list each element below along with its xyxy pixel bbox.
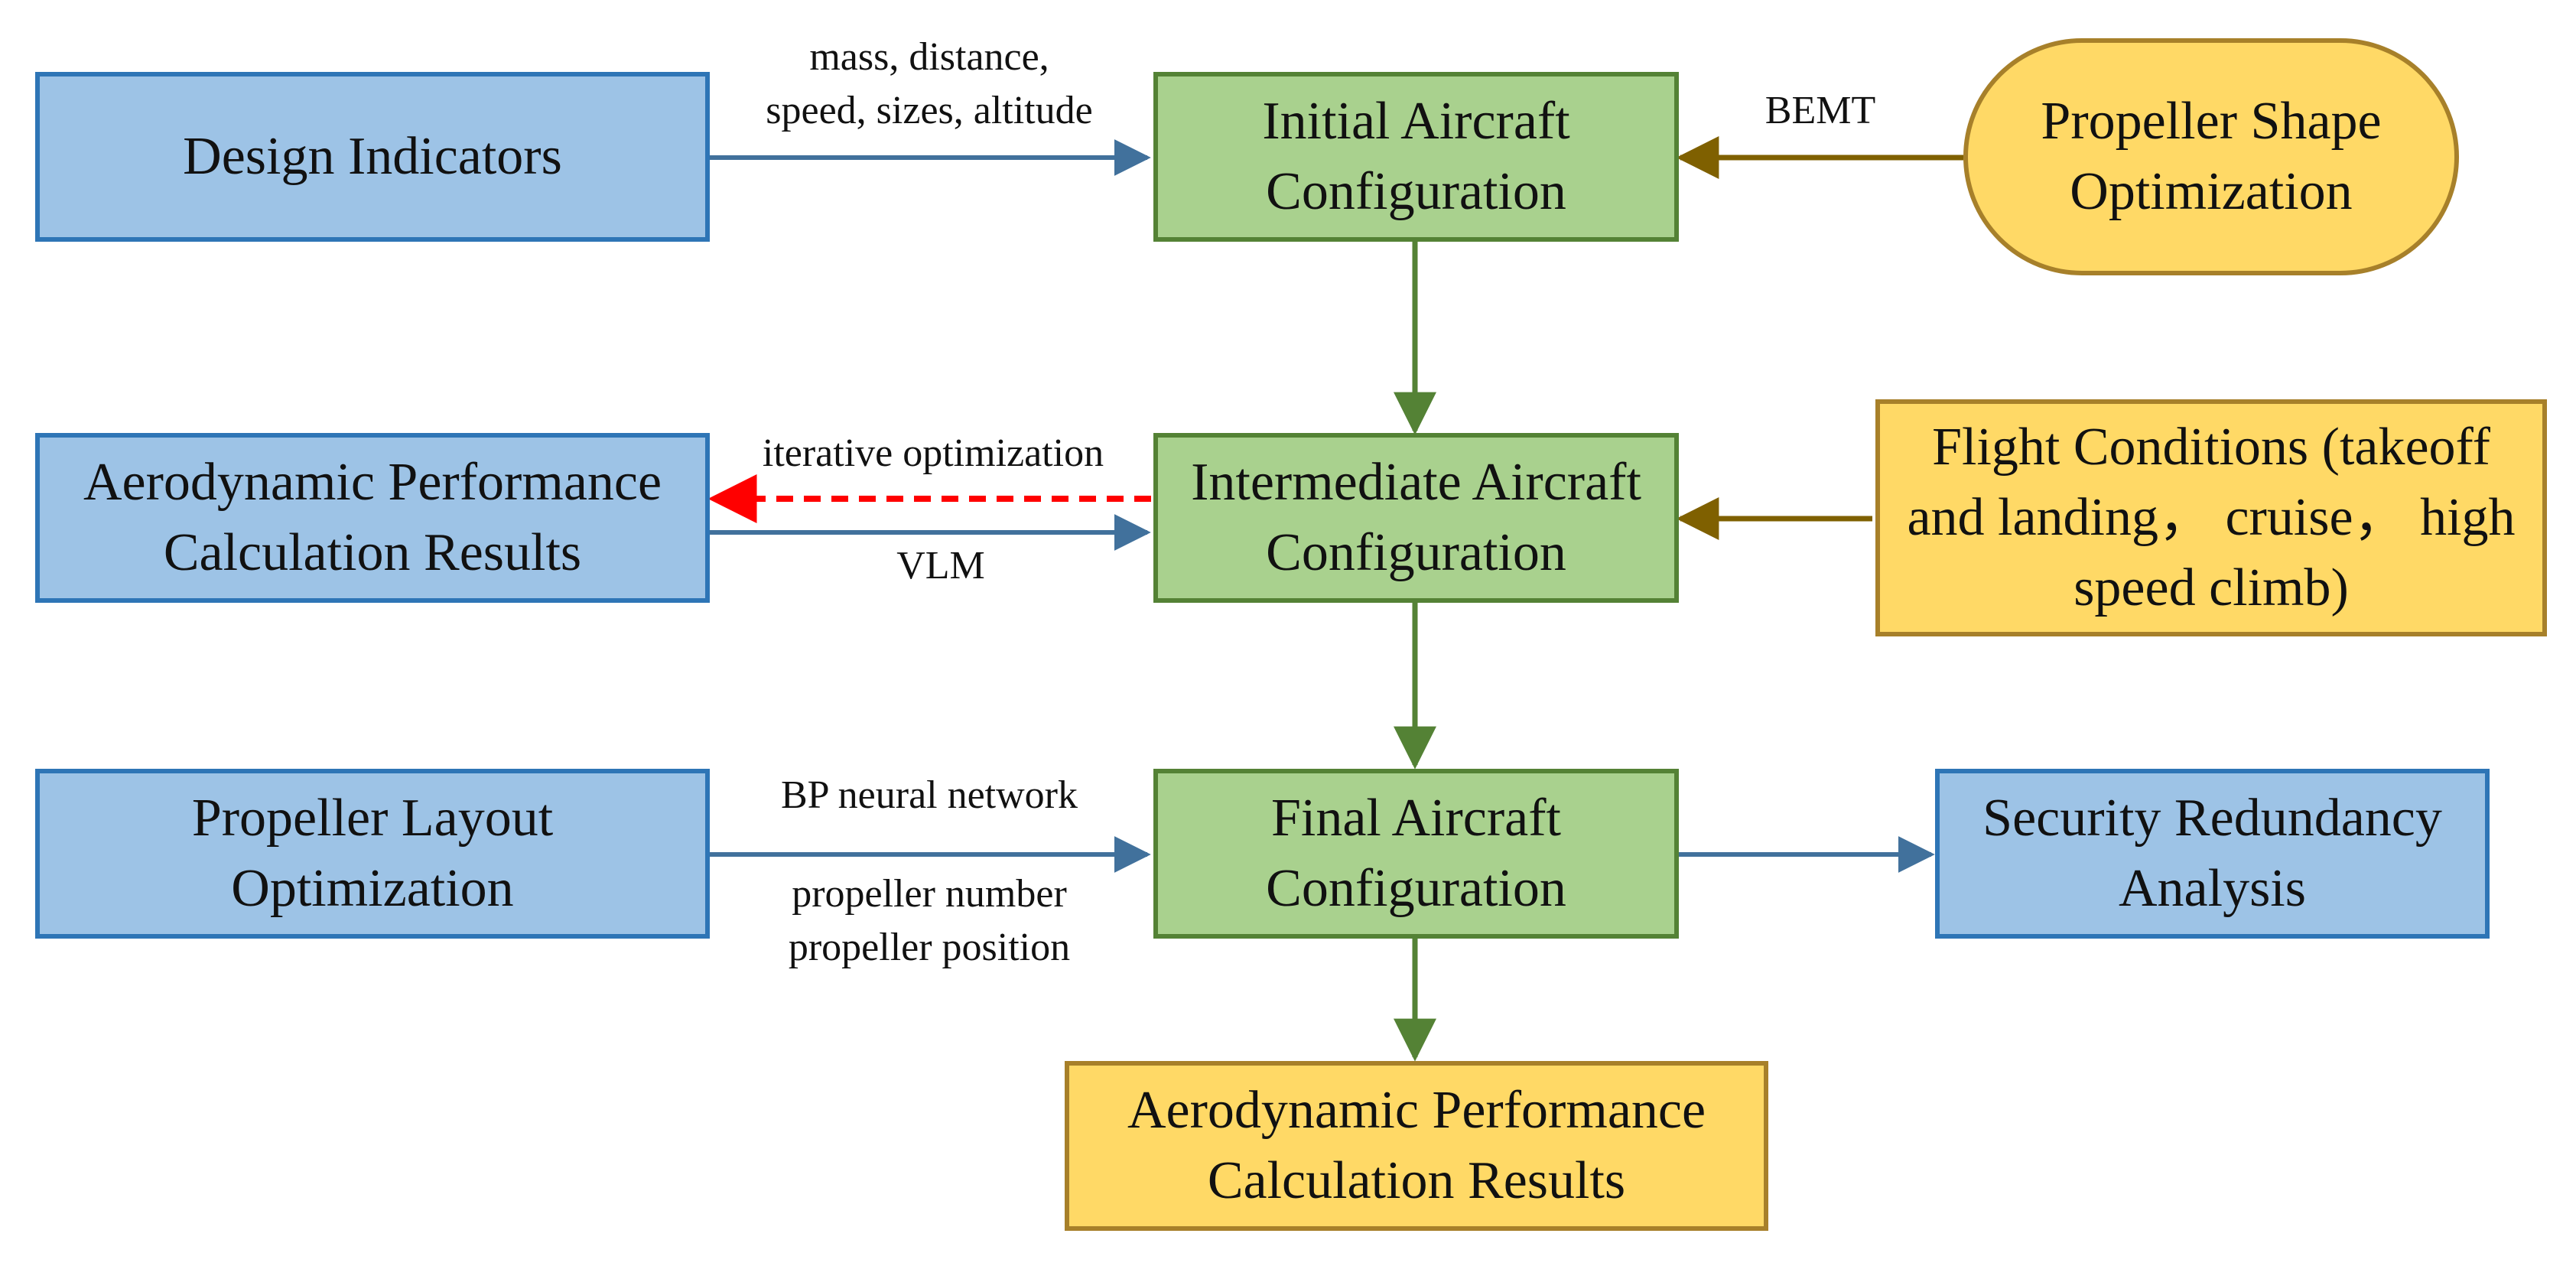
flight-conditions-text: Flight Conditions (takeoff and landing， … <box>1907 418 2516 617</box>
intermediate-config-text: Intermediate Aircraft Configuration <box>1191 453 1641 582</box>
label-vlm: VLM <box>896 544 985 587</box>
aero-results-left-text: Aerodynamic Performance Calculation Resu… <box>83 453 662 582</box>
label-design-inputs: mass, distance, speed, sizes, altitude <box>766 35 1093 132</box>
intermediate-config-box: Intermediate Aircraft Configuration <box>1153 433 1679 603</box>
security-redundancy-text: Security Redundancy Analysis <box>1982 789 2442 918</box>
propeller-shape-text: Propeller Shape Optimization <box>2041 92 2382 221</box>
design-indicators-text: Design Indicators <box>183 127 562 186</box>
label-bp-neural-network: BP neural network <box>781 773 1078 817</box>
flight-conditions-box: Flight Conditions (takeoff and landing， … <box>1875 399 2547 636</box>
aero-results-bottom-text: Aerodynamic Performance Calculation Resu… <box>1127 1081 1706 1210</box>
label-propeller-params: propeller number propeller position <box>788 872 1071 969</box>
initial-config-box: Initial Aircraft Configuration <box>1153 72 1679 242</box>
propeller-layout-box: Propeller Layout Optimization <box>35 769 710 939</box>
propeller-shape-box: Propeller Shape Optimization <box>1963 38 2459 275</box>
label-iterative-optimization: iterative optimization <box>762 431 1104 475</box>
aero-results-left-box: Aerodynamic Performance Calculation Resu… <box>35 433 710 603</box>
aero-results-bottom-box: Aerodynamic Performance Calculation Resu… <box>1065 1061 1768 1231</box>
security-redundancy-box: Security Redundancy Analysis <box>1935 769 2490 939</box>
final-config-box: Final Aircraft Configuration <box>1153 769 1679 939</box>
initial-config-text: Initial Aircraft Configuration <box>1262 92 1570 221</box>
label-bemt: BEMT <box>1764 89 1876 132</box>
final-config-text: Final Aircraft Configuration <box>1266 789 1566 918</box>
design-indicators-box: Design Indicators <box>35 72 710 242</box>
propeller-layout-text: Propeller Layout Optimization <box>191 789 554 918</box>
